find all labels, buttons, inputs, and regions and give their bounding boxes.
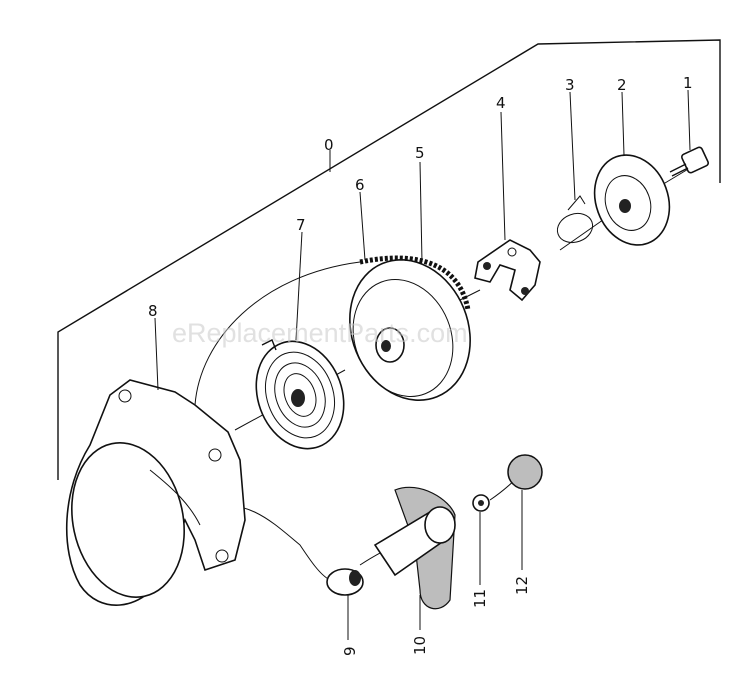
callout-10: 10 xyxy=(411,636,429,655)
starter-handle xyxy=(373,486,456,610)
ratchet-pawl xyxy=(474,239,541,302)
rope-grip-insert xyxy=(326,568,364,596)
callout-8: 8 xyxy=(148,302,158,320)
callout-6: 6 xyxy=(355,176,365,194)
handle-cap xyxy=(507,454,543,490)
watermark-text: eReplacementParts.com xyxy=(172,318,468,348)
starter-housing xyxy=(65,379,246,606)
rope-reel xyxy=(349,255,471,402)
callout-4: 4 xyxy=(496,94,506,112)
recoil-spring xyxy=(255,339,345,450)
assembly-bracket xyxy=(57,39,721,480)
callout-0: 0 xyxy=(324,136,334,154)
callout-11: 11 xyxy=(471,589,489,608)
callout-7: 7 xyxy=(296,216,306,234)
callout-9: 9 xyxy=(341,646,359,656)
callout-5: 5 xyxy=(415,144,425,162)
callout-3: 3 xyxy=(565,76,575,94)
friction-plate xyxy=(593,154,671,246)
spring-clip xyxy=(556,195,594,244)
bolt xyxy=(669,146,710,177)
callout-labels: 0 1 2 3 4 5 6 7 8 9 10 11 12 xyxy=(148,74,693,656)
washer xyxy=(472,494,490,512)
callout-2: 2 xyxy=(617,76,627,94)
callout-1: 1 xyxy=(683,74,693,92)
callout-12: 12 xyxy=(513,576,531,595)
leader-lines xyxy=(154,89,691,640)
